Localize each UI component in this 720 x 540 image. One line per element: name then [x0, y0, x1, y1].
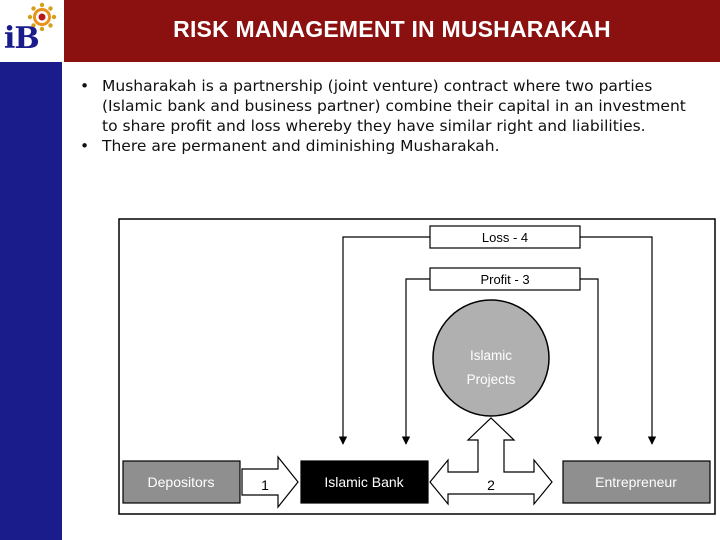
logo: iB [0, 0, 62, 62]
profit-line-right [580, 278, 603, 445]
islamic-bank-label: Islamic Bank [324, 474, 404, 490]
islamic-projects-circle [432, 299, 550, 417]
bullet-icon: • [80, 137, 90, 155]
bullet-list: • Musharakah is a partnership (joint vent… [80, 76, 700, 156]
loss-label: Loss - 4 [482, 230, 528, 245]
musharakah-diagram: Loss - 4 Profit - 3 Islamic Projects Dep… [118, 218, 716, 515]
loss-line-right [580, 236, 657, 445]
step-1-label: 1 [261, 477, 269, 493]
entrepreneur-box [562, 460, 711, 504]
page-title: RISK MANAGEMENT IN MUSHARAKAH [173, 16, 611, 42]
projects-label-line2: Projects [467, 372, 516, 387]
bullet-item: • There are permanent and diminishing Mus… [80, 136, 700, 156]
entrepreneur-label: Entrepreneur [595, 474, 677, 490]
logo-text: iB [4, 21, 40, 56]
profit-line-left [401, 278, 430, 445]
sun-emblem-icon [27, 2, 57, 32]
title-bar: RISK MANAGEMENT IN MUSHARAKAH [64, 0, 720, 62]
bullet-text: Musharakah is a partnership (joint ventu… [102, 77, 686, 135]
depositors-label: Depositors [148, 474, 215, 490]
side-bar [0, 0, 62, 540]
step-2-label: 2 [487, 477, 495, 493]
loss-line-left [338, 236, 430, 445]
arrow-step-1 [241, 455, 299, 509]
islamic-bank-box [300, 460, 429, 504]
profit-label: Profit - 3 [480, 272, 529, 287]
bullet-item: • Musharakah is a partnership (joint vent… [80, 76, 700, 136]
depositors-box [122, 460, 241, 504]
bullet-icon: • [80, 77, 90, 95]
bullet-text: There are permanent and diminishing Mush… [102, 137, 500, 155]
arrow-step-2 [429, 417, 553, 506]
projects-label-line1: Islamic [470, 348, 512, 363]
